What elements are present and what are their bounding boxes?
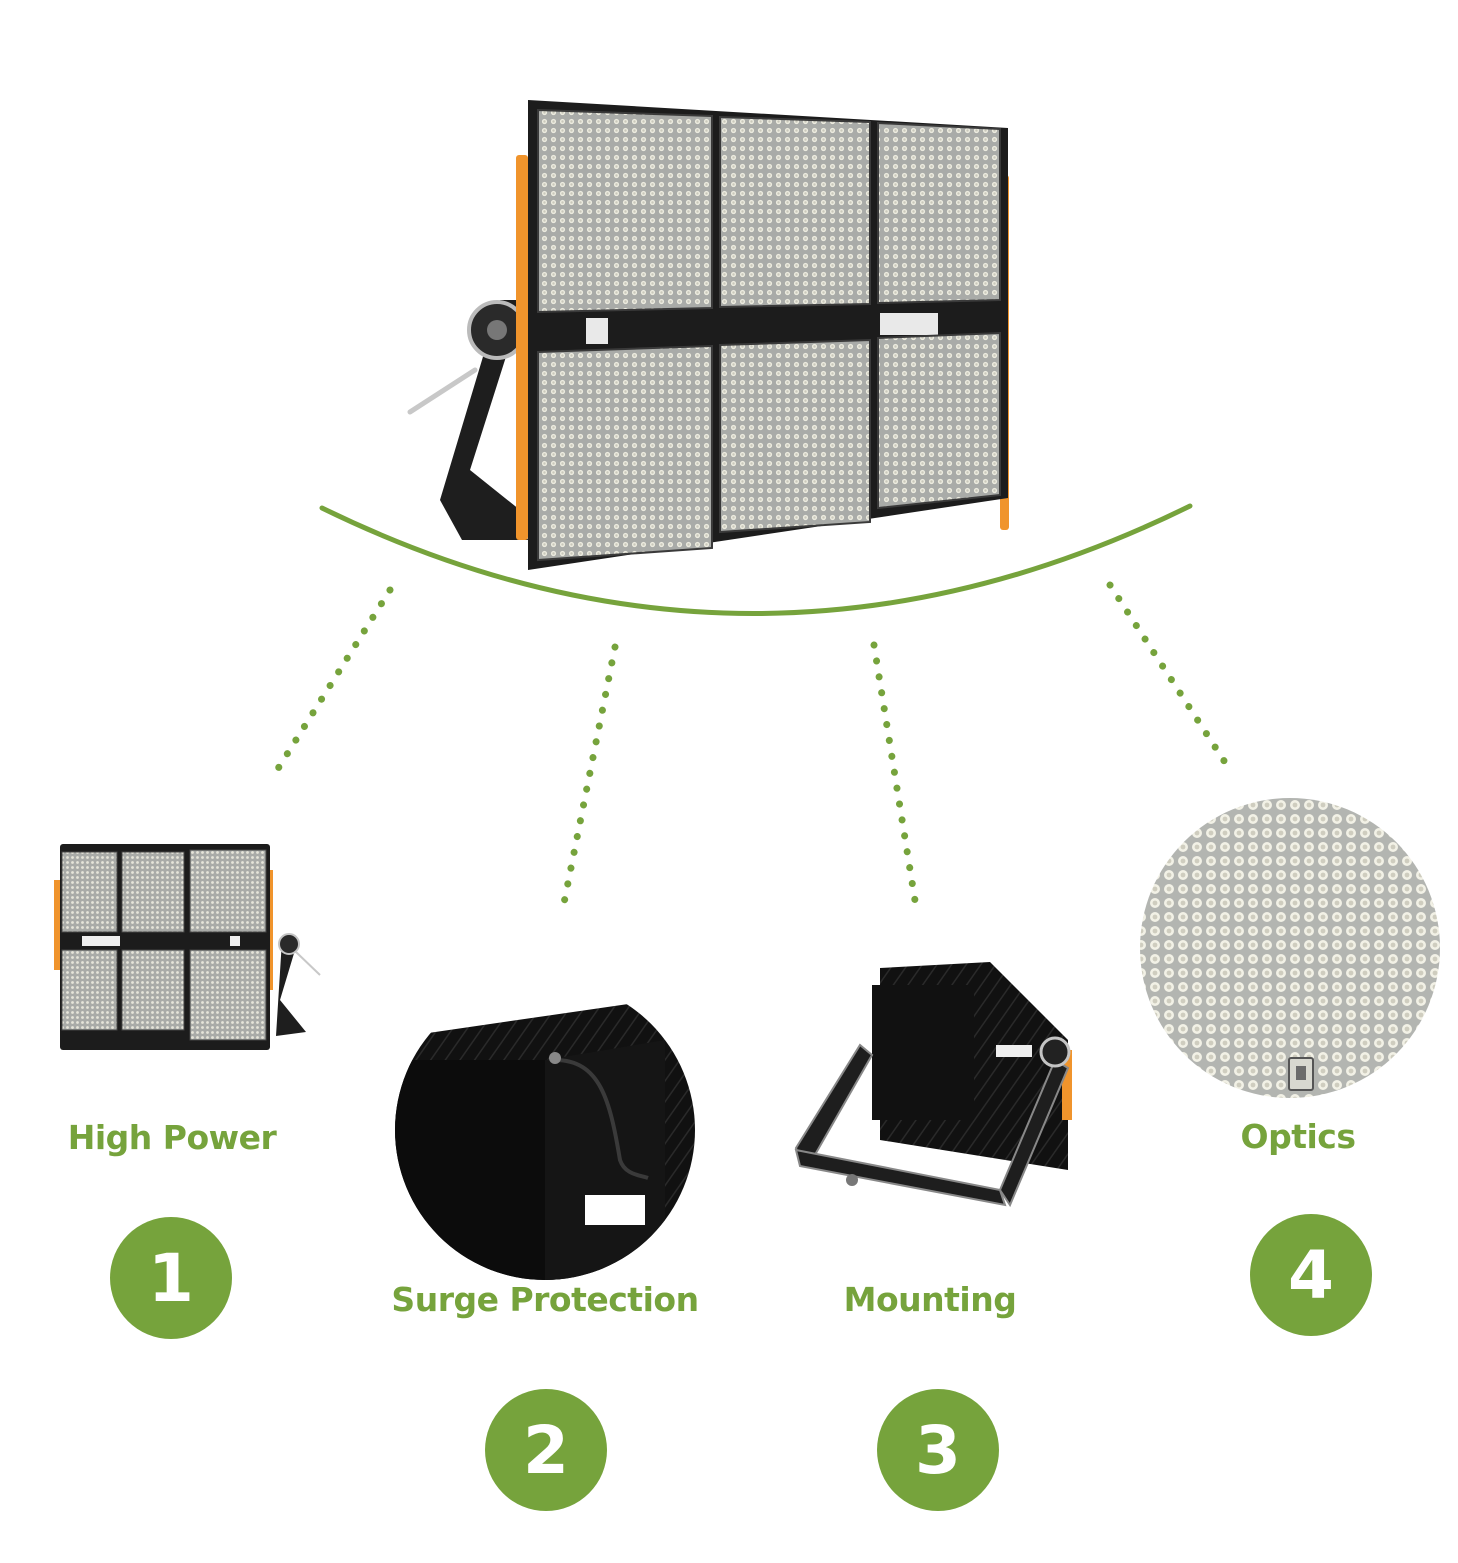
surge-protection-closeup-icon	[395, 980, 695, 1280]
feature-label-optics: Optics	[1240, 1117, 1356, 1156]
dotted-connectors	[270, 581, 1234, 917]
connector-2	[558, 643, 619, 917]
feature-number-badge-1: 1	[110, 1217, 232, 1339]
feature-label-high-power: High Power	[67, 1118, 277, 1157]
connector-3	[870, 641, 921, 917]
feature-label-surge-protection: Surge Protection	[391, 1280, 699, 1319]
feature-label-mounting: Mounting	[843, 1280, 1017, 1319]
feature-number-badge-3: 3	[877, 1389, 999, 1511]
connector-1	[270, 586, 394, 779]
feature-number-badge-4: 4	[1250, 1214, 1372, 1336]
connector-4	[1106, 581, 1234, 774]
floodlight-icon	[407, 100, 1009, 570]
mounting-bracket-icon	[794, 962, 1072, 1208]
high-power-icon	[54, 844, 321, 1050]
feature-number-badge-2: 2	[485, 1389, 607, 1511]
led-optics-closeup-icon	[1140, 798, 1440, 1098]
connector-arc	[319, 503, 1193, 616]
